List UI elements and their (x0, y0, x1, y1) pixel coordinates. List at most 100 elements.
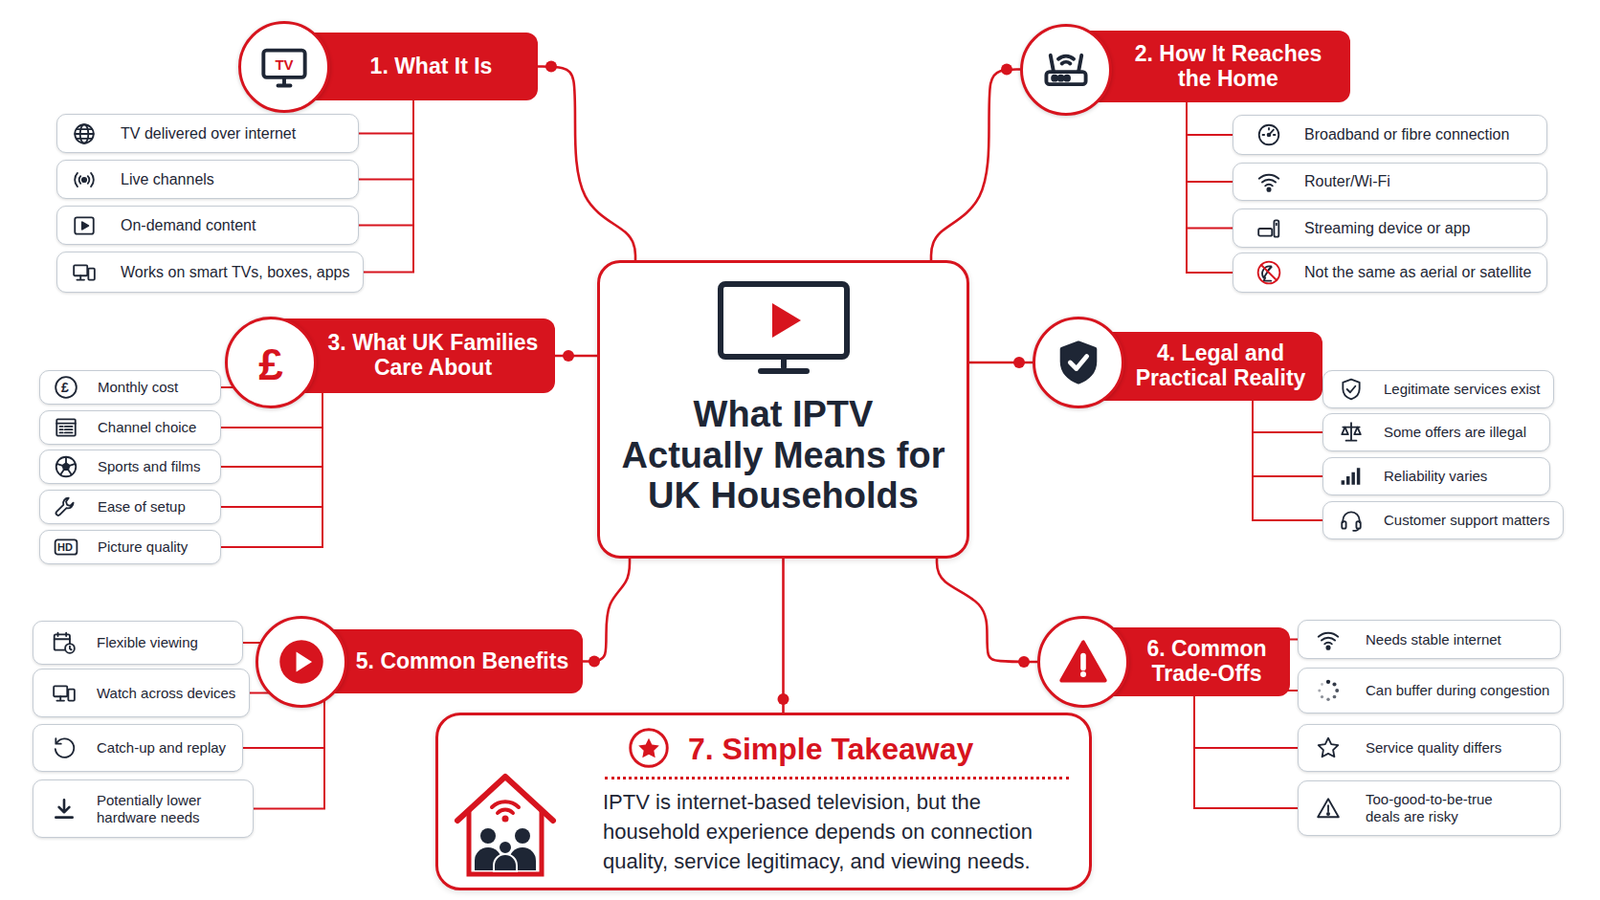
item-label: Ease of setup (97, 498, 186, 516)
header-icon (1053, 337, 1104, 388)
item-icon (53, 454, 79, 480)
connector (781, 558, 785, 713)
item-pill: Customer support matters (1322, 501, 1564, 540)
header-icon-ring (1032, 316, 1125, 409)
item-icon (71, 260, 97, 286)
joint-dot (1000, 64, 1013, 76)
joint-dot (588, 656, 600, 668)
item-icon (51, 681, 77, 707)
header-icon-ring (1037, 616, 1130, 709)
connector (358, 100, 414, 134)
connector (936, 558, 1038, 663)
item-pill: Reliability varies (1322, 457, 1551, 496)
item-pill: Sports and films (39, 449, 222, 485)
item-icon (51, 797, 77, 823)
section-header: 2. How It Reaches the Home (1066, 30, 1351, 103)
item-label: Some offers are illegal (1383, 423, 1527, 442)
connector (1186, 102, 1233, 135)
connector (1252, 400, 1323, 433)
item-pill: Service quality differs (1297, 724, 1561, 773)
item-label: Reliability varies (1383, 467, 1488, 486)
item-label: Not the same as aerial or satellite (1304, 263, 1532, 282)
section-title: 3. What UK Families Care About (325, 331, 542, 381)
tv-play-icon (716, 280, 851, 377)
connector (221, 393, 323, 508)
item-icon (71, 167, 97, 193)
connector (1186, 102, 1233, 273)
connector (1252, 400, 1323, 521)
item-pill: Too-good-to-be-true deals are risky (1297, 780, 1561, 837)
section-title: 6. Common Trade-Offs (1137, 637, 1277, 688)
item-pill: Live channels (56, 159, 359, 200)
connector (253, 693, 325, 810)
item-icon (1315, 627, 1341, 653)
connector (1252, 400, 1323, 477)
item-pill: Broadband or fibre connection (1232, 114, 1548, 156)
item-label: On-demand content (120, 216, 256, 235)
connector (221, 393, 323, 548)
joint-dot (562, 350, 575, 362)
family-home-icon (451, 765, 559, 881)
item-pill: Needs stable internet (1297, 620, 1561, 660)
takeaway-box: 7. Simple TakeawayIPTV is internet-based… (435, 712, 1092, 891)
item-label: Catch-up and replay (96, 739, 226, 757)
connector (1186, 102, 1233, 182)
icon-glyph: £ (61, 380, 69, 395)
section-header: 5. Common Benefits (301, 629, 583, 694)
section-title: 5. Common Benefits (355, 649, 569, 675)
section-title: 1. What It Is (370, 54, 493, 80)
connector (358, 100, 414, 226)
title-box: What IPTV Actually Means for UK Househol… (597, 260, 970, 559)
item-label: Service quality differs (1365, 739, 1502, 757)
item-icon (53, 494, 79, 520)
item-icon (1338, 420, 1364, 445)
item-label: Monthly cost (97, 378, 178, 397)
connector (555, 355, 598, 358)
item-pill: Streaming device or app (1232, 208, 1548, 248)
header-icon (276, 637, 327, 688)
diagram-title: What IPTV Actually Means for UK Househol… (620, 394, 948, 517)
header-icon (1041, 44, 1091, 95)
section-header: 3. What UK Families Care About (270, 318, 556, 394)
item-icon (1338, 508, 1364, 534)
connector (1186, 102, 1233, 229)
item-label: Works on smart TVs, boxes, apps (120, 263, 351, 282)
item-pill: Legitimate services exist (1322, 370, 1555, 409)
item-pill: Flexible viewing (32, 621, 244, 666)
item-label: Picture quality (97, 538, 188, 556)
section-header: 1. What It Is (284, 32, 538, 101)
item-pill: Some offers are illegal (1322, 413, 1551, 452)
header-icon (1058, 637, 1109, 688)
connector (931, 69, 1021, 262)
item-label: Customer support matters (1383, 511, 1550, 530)
item-pill: On-demand content (56, 205, 359, 245)
icon-glyph: HD (57, 542, 73, 554)
item-label: Potentially lower hardware needs (96, 792, 241, 827)
item-icon (1338, 377, 1364, 402)
connector (363, 100, 414, 273)
item-pill: Ease of setup (39, 489, 222, 525)
item-label: Needs stable internet (1365, 631, 1502, 649)
item-icon (1256, 122, 1282, 148)
item-pill: Channel choice (39, 410, 222, 445)
item-icon (71, 121, 97, 147)
item-label: Sports and films (97, 458, 201, 476)
item-pill: Not the same as aerial or satellite (1232, 252, 1548, 293)
item-label: Router/Wi-Fi (1304, 172, 1391, 191)
item-pill: Can buffer during congestion (1297, 667, 1564, 714)
joint-dot (1018, 656, 1030, 668)
takeaway-text: IPTV is internet-based television, but t… (602, 788, 1082, 877)
item-pill: TV delivered over internet (56, 113, 359, 154)
item-pill: Potentially lower hardware needs (32, 779, 254, 839)
section-header: 4. Legal and Practical Reality (1078, 332, 1323, 401)
item-icon (71, 213, 97, 239)
joint-dot (777, 693, 790, 706)
connector (582, 558, 630, 663)
item-label: TV delivered over internet (120, 124, 296, 143)
item-label: Legitimate services exist (1383, 380, 1540, 399)
icon-glyph: TV (274, 56, 293, 71)
section-title: 4. Legal and Practical Reality (1133, 341, 1310, 392)
item-label: Too-good-to-be-true deals are risky (1365, 791, 1519, 826)
header-icon-ring (1020, 23, 1112, 116)
item-icon (51, 630, 77, 656)
